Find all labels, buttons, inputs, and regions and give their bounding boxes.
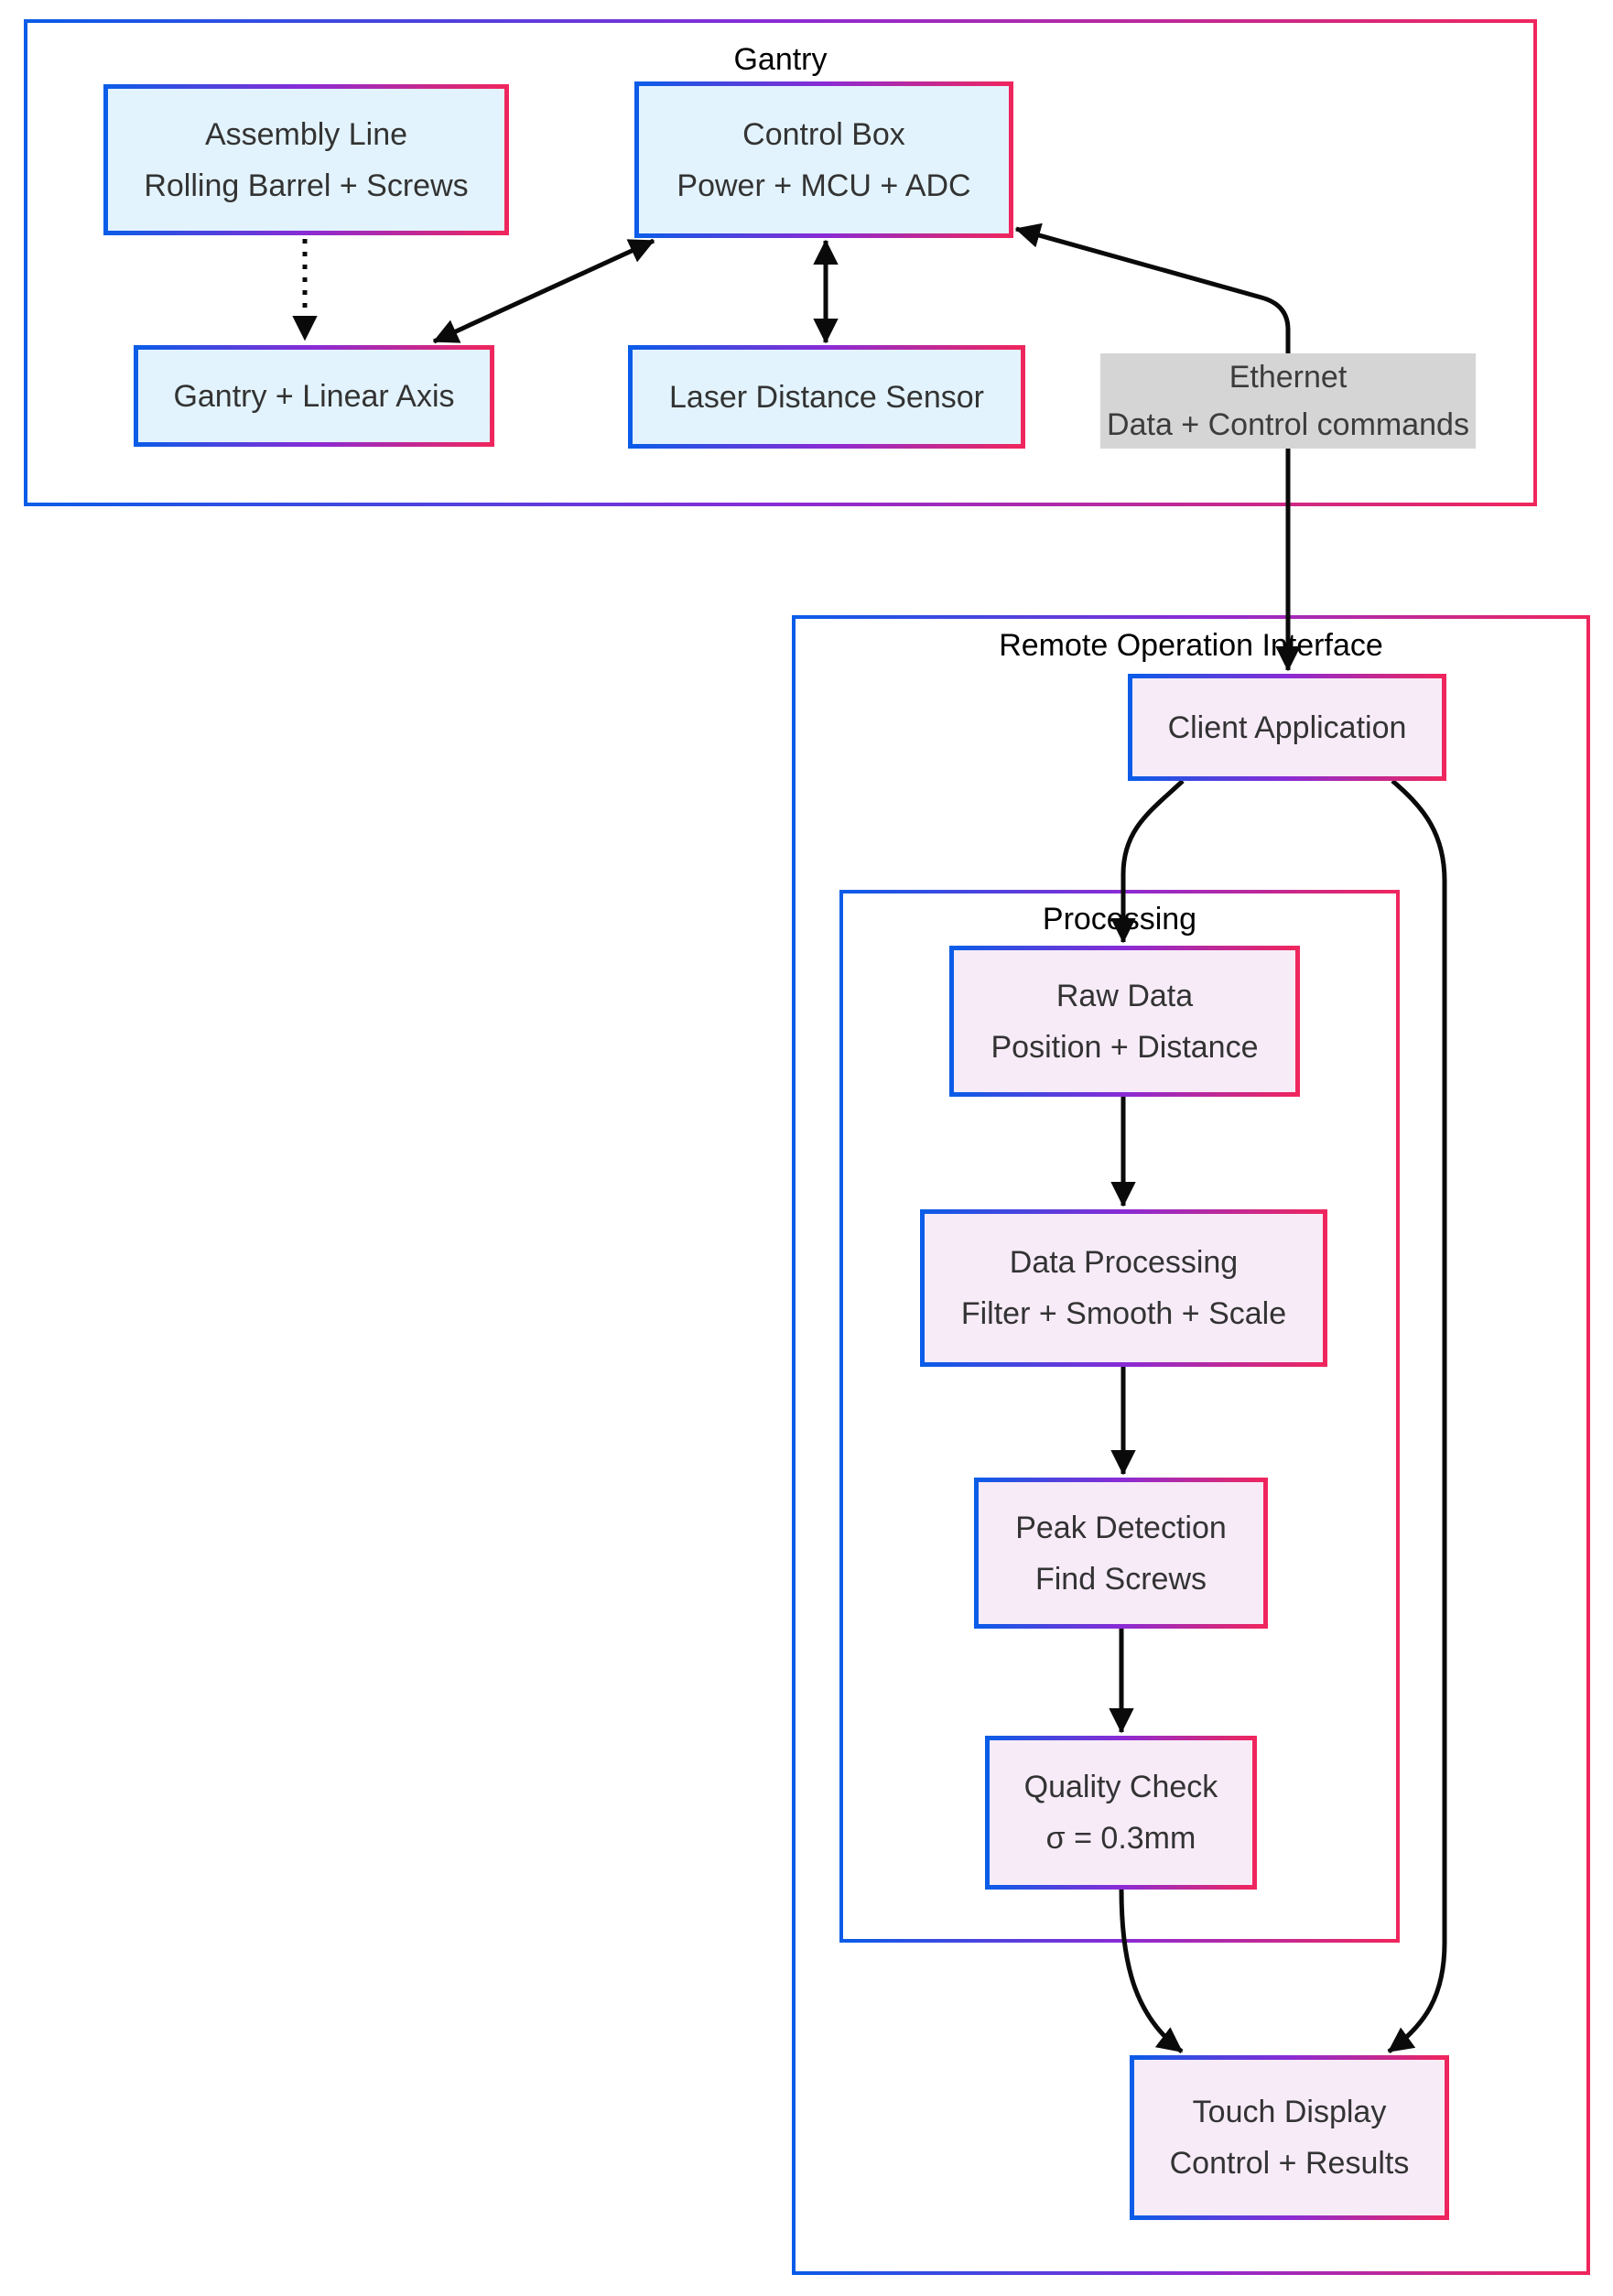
node-raw-data-subtitle: Position + Distance — [991, 1029, 1259, 1065]
node-quality-check: Quality Check σ = 0.3mm — [985, 1736, 1257, 1890]
node-client-application-title: Client Application — [1167, 709, 1407, 745]
edge-clientapp-to-touchdisplay-bypass — [1387, 779, 1447, 2054]
node-quality-check-title: Quality Check — [1023, 1770, 1218, 1804]
edge-label-ethernet-subtitle: Data + Control commands — [1107, 407, 1469, 442]
node-touch-display-subtitle: Control + Results — [1169, 2146, 1410, 2181]
node-assembly-line-title: Assembly Line — [204, 116, 408, 152]
container-gantry-title: Gantry — [733, 42, 828, 77]
node-client-application: Client Application — [1128, 674, 1446, 781]
node-data-processing-title: Data Processing — [1009, 1245, 1239, 1280]
edge-clientapp-to-rawdata — [1110, 779, 1185, 944]
node-data-processing: Data Processing Filter + Smooth + Scale — [920, 1209, 1327, 1367]
node-assembly-line-subtitle: Rolling Barrel + Screws — [144, 168, 469, 203]
edge-controlbox-gantry-axis-bidirectional — [432, 238, 655, 344]
edge-ethernet-controlbox-clientapp — [1014, 222, 1301, 672]
node-raw-data: Raw Data Position + Distance — [949, 946, 1300, 1097]
node-control-box: Control Box Power + MCU + ADC — [634, 81, 1013, 238]
edge-qualitycheck-to-touchdisplay — [1119, 1889, 1184, 2053]
node-peak-detection-title: Peak Detection — [1015, 1510, 1227, 1545]
node-control-box-subtitle: Power + MCU + ADC — [677, 168, 971, 203]
node-quality-check-subtitle: σ = 0.3mm — [1045, 1821, 1196, 1856]
node-gantry-linear-axis: Gantry + Linear Axis — [134, 345, 494, 447]
node-peak-detection-subtitle: Find Screws — [1034, 1561, 1207, 1597]
node-gantry-linear-axis-title: Gantry + Linear Axis — [173, 378, 455, 414]
node-data-processing-subtitle: Filter + Smooth + Scale — [960, 1296, 1287, 1331]
node-touch-display-title: Touch Display — [1192, 2095, 1387, 2129]
node-laser-distance-sensor: Laser Distance Sensor — [628, 345, 1025, 449]
edge-label-ethernet-title: Ethernet — [1229, 360, 1348, 395]
edge-label-ethernet: Ethernet Data + Control commands — [1100, 353, 1476, 449]
node-assembly-line: Assembly Line Rolling Barrel + Screws — [103, 84, 509, 235]
node-laser-distance-sensor-title: Laser Distance Sensor — [669, 379, 984, 415]
node-peak-detection: Peak Detection Find Screws — [974, 1478, 1268, 1629]
node-raw-data-title: Raw Data — [1055, 978, 1194, 1013]
node-control-box-title: Control Box — [742, 116, 905, 152]
node-touch-display: Touch Display Control + Results — [1130, 2055, 1449, 2220]
